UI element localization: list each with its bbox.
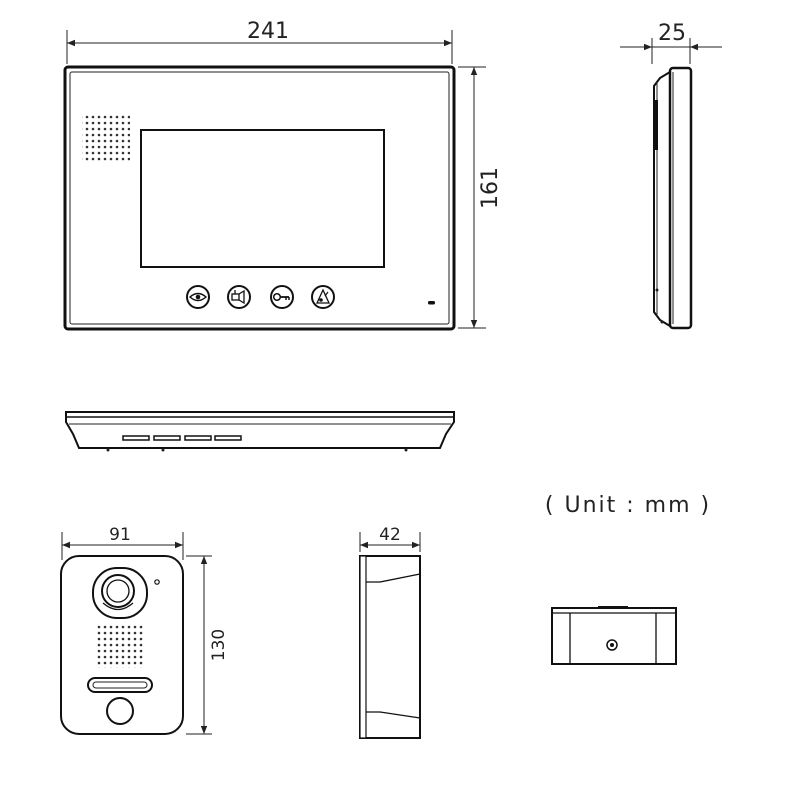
monitor-side-front-panel — [668, 66, 693, 330]
door-station-height-label: 130 — [209, 629, 229, 661]
monitor-screen — [140, 129, 385, 268]
door-station-depth-label: 42 — [379, 525, 401, 545]
door-station-width-label: 91 — [109, 525, 131, 545]
monitor-height-label: 161 — [478, 167, 503, 209]
door-station-call-button — [106, 697, 134, 725]
door-station-name-plate — [87, 677, 153, 693]
door-station-side-view: 42 — [359, 525, 421, 739]
key-icon — [272, 292, 290, 302]
monitor-speaker-grille — [82, 113, 130, 161]
unit-label: ( Unit : mm ) — [545, 493, 711, 518]
monitor-button-key — [270, 285, 294, 309]
monitor-button-door-release — [311, 285, 335, 309]
door-station-bottom-body — [551, 607, 677, 665]
monitor-side-view: 25 — [620, 21, 722, 330]
monitor-button-eye — [186, 285, 210, 309]
door-station-speaker-grille — [96, 624, 144, 668]
monitor-bottom-view — [65, 411, 455, 452]
eye-icon — [188, 292, 208, 302]
door-release-icon — [315, 288, 331, 304]
door-station-led — [154, 579, 160, 585]
door-station-front-view: 91 130 — [60, 525, 229, 735]
monitor-bottom-vents — [122, 435, 242, 441]
monitor-button-intercom — [227, 285, 251, 309]
monitor-depth-label: 25 — [658, 21, 686, 46]
intercom-icon — [231, 289, 245, 305]
monitor-indicator-led — [428, 301, 435, 305]
monitor-width-label: 241 — [247, 19, 289, 44]
door-station-side-body — [359, 555, 421, 739]
door-station-camera — [92, 567, 148, 619]
door-station-screw-hole — [606, 639, 618, 651]
door-station-bottom-view — [551, 606, 677, 665]
monitor-front-view: 241 161 — [63, 19, 503, 331]
